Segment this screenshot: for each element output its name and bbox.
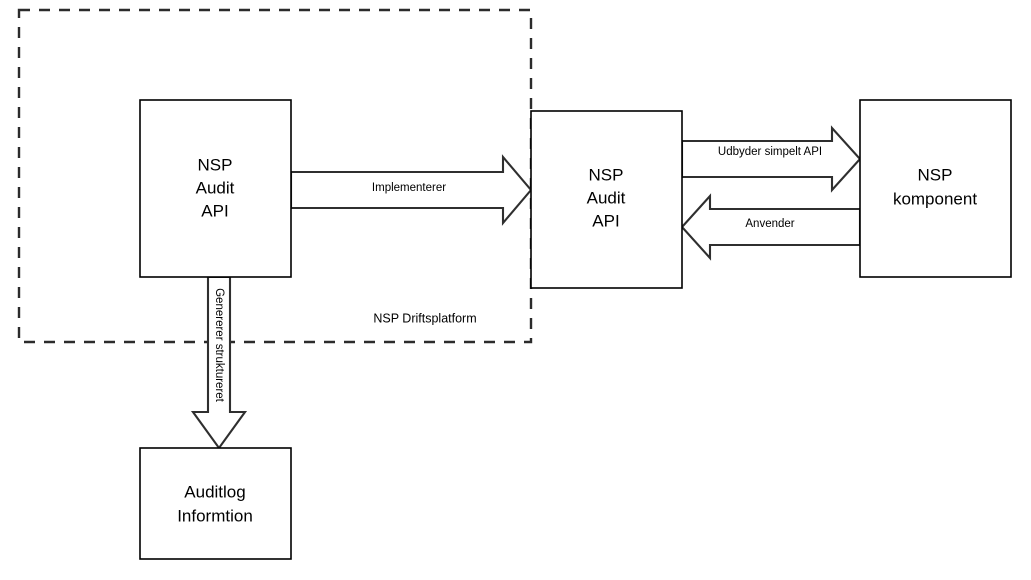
node-nsp-komponent-line1: NSP xyxy=(918,165,953,184)
arrow-genererer-struktureret xyxy=(190,275,248,450)
node-auditlog-informtion-line1: Auditlog xyxy=(184,482,245,501)
node-nsp-audit-api-impl-line1: NSP xyxy=(198,155,233,174)
node-nsp-audit-api-impl-line3: API xyxy=(201,201,228,220)
edge-label-genererer-struktureret: Genererer struktureret xyxy=(213,288,225,403)
edge-label-implementerer: Implementerer xyxy=(372,182,446,194)
node-auditlog-informtion[interactable] xyxy=(139,447,292,560)
node-nsp-komponent-line2: komponent xyxy=(893,189,977,208)
arrow-udbyder-simpelt-api xyxy=(680,125,862,193)
node-nsp-audit-api-impl[interactable] xyxy=(139,99,292,278)
node-auditlog-informtion-line2: Informtion xyxy=(177,506,253,525)
nsp-driftsplatform-boundary xyxy=(17,8,533,344)
node-nsp-audit-api-iface-line3: API xyxy=(592,211,619,230)
node-nsp-audit-api-impl-line2: Audit xyxy=(196,178,235,197)
edge-label-udbyder-simpelt-api: Udbyder simpelt API xyxy=(718,146,822,158)
node-nsp-audit-api-iface[interactable] xyxy=(530,110,683,289)
boundary-label-nsp-driftsplatform: NSP Driftsplatform xyxy=(373,311,476,325)
arrow-implementerer xyxy=(289,154,533,226)
arrow-anvender xyxy=(680,193,862,261)
node-nsp-komponent[interactable] xyxy=(859,99,1012,278)
edge-label-anvender: Anvender xyxy=(745,218,794,230)
node-nsp-audit-api-iface-line2: Audit xyxy=(587,188,626,207)
node-nsp-audit-api-iface-line1: NSP xyxy=(589,165,624,184)
